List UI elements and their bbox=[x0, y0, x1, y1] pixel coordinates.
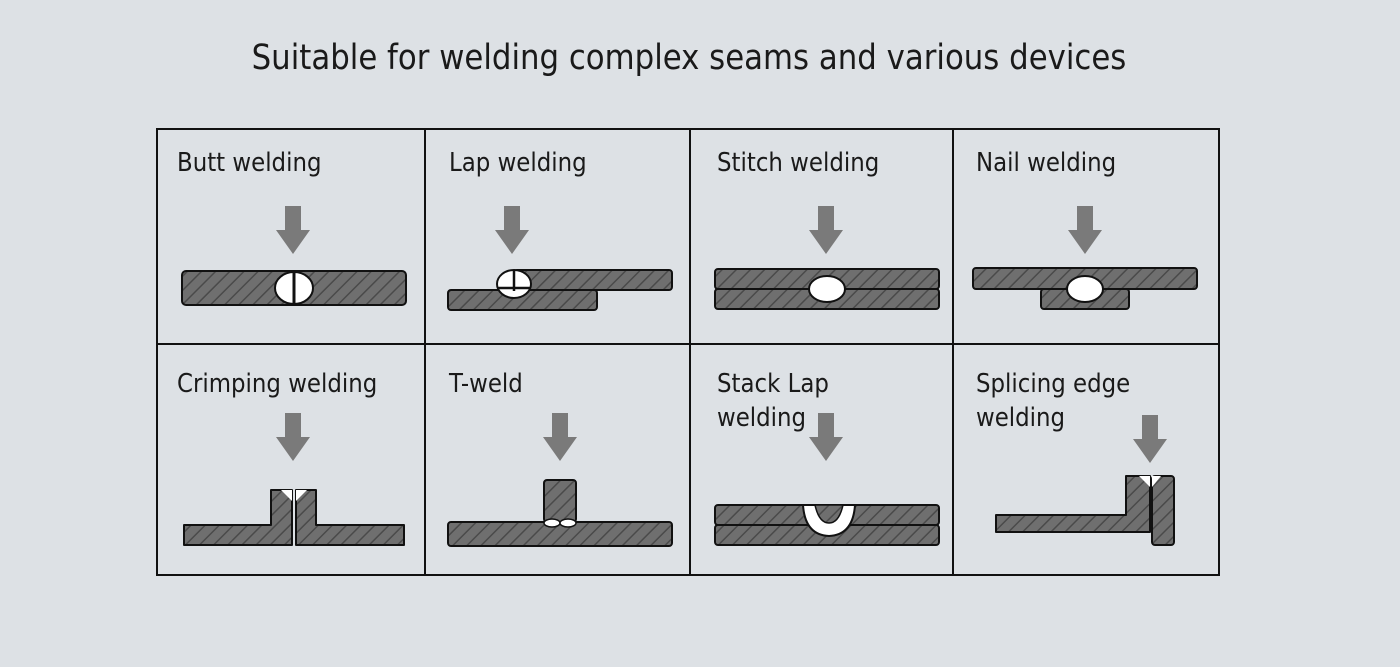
cell-nail-welding: Nail welding bbox=[954, 130, 1218, 343]
page-title: Suitable for welding complex seams and v… bbox=[251, 38, 1127, 78]
stitch-weld-icon bbox=[714, 206, 940, 310]
crimping-weld-icon bbox=[183, 413, 405, 546]
butt-weld-icon bbox=[181, 206, 407, 306]
lap-weld-icon bbox=[447, 206, 673, 311]
cell-label: Crimping welding bbox=[177, 369, 378, 399]
cell-label: Stitch welding bbox=[717, 148, 880, 178]
stack-lap-weld-icon bbox=[714, 413, 940, 546]
cell-lap-welding: Lap welding bbox=[426, 130, 689, 343]
grid-divider bbox=[689, 130, 691, 574]
t-weld-icon bbox=[447, 413, 673, 547]
cell-crimping-welding: Crimping welding bbox=[158, 345, 424, 574]
splicing-edge-weld-icon bbox=[995, 415, 1175, 546]
cell-label: Lap welding bbox=[449, 148, 587, 178]
cell-label: Nail welding bbox=[976, 148, 1117, 178]
cell-label: Splicing edge welding bbox=[976, 369, 1131, 433]
grid-divider bbox=[952, 130, 954, 574]
cell-t-weld: T-weld bbox=[426, 345, 689, 574]
cell-splicing-edge-welding: Splicing edge welding bbox=[954, 345, 1218, 574]
grid-divider bbox=[158, 343, 1218, 345]
cell-label: T-weld bbox=[449, 369, 523, 399]
welding-types-grid: Butt welding Lap welding bbox=[156, 128, 1220, 576]
cell-butt-welding: Butt welding bbox=[158, 130, 424, 343]
cell-stack-lap-welding: Stack Lap welding bbox=[691, 345, 952, 574]
nail-weld-icon bbox=[972, 206, 1198, 310]
cell-stitch-welding: Stitch welding bbox=[691, 130, 952, 343]
grid-divider bbox=[424, 130, 426, 574]
cell-label: Butt welding bbox=[177, 148, 322, 178]
cell-label: Stack Lap welding bbox=[717, 369, 829, 433]
